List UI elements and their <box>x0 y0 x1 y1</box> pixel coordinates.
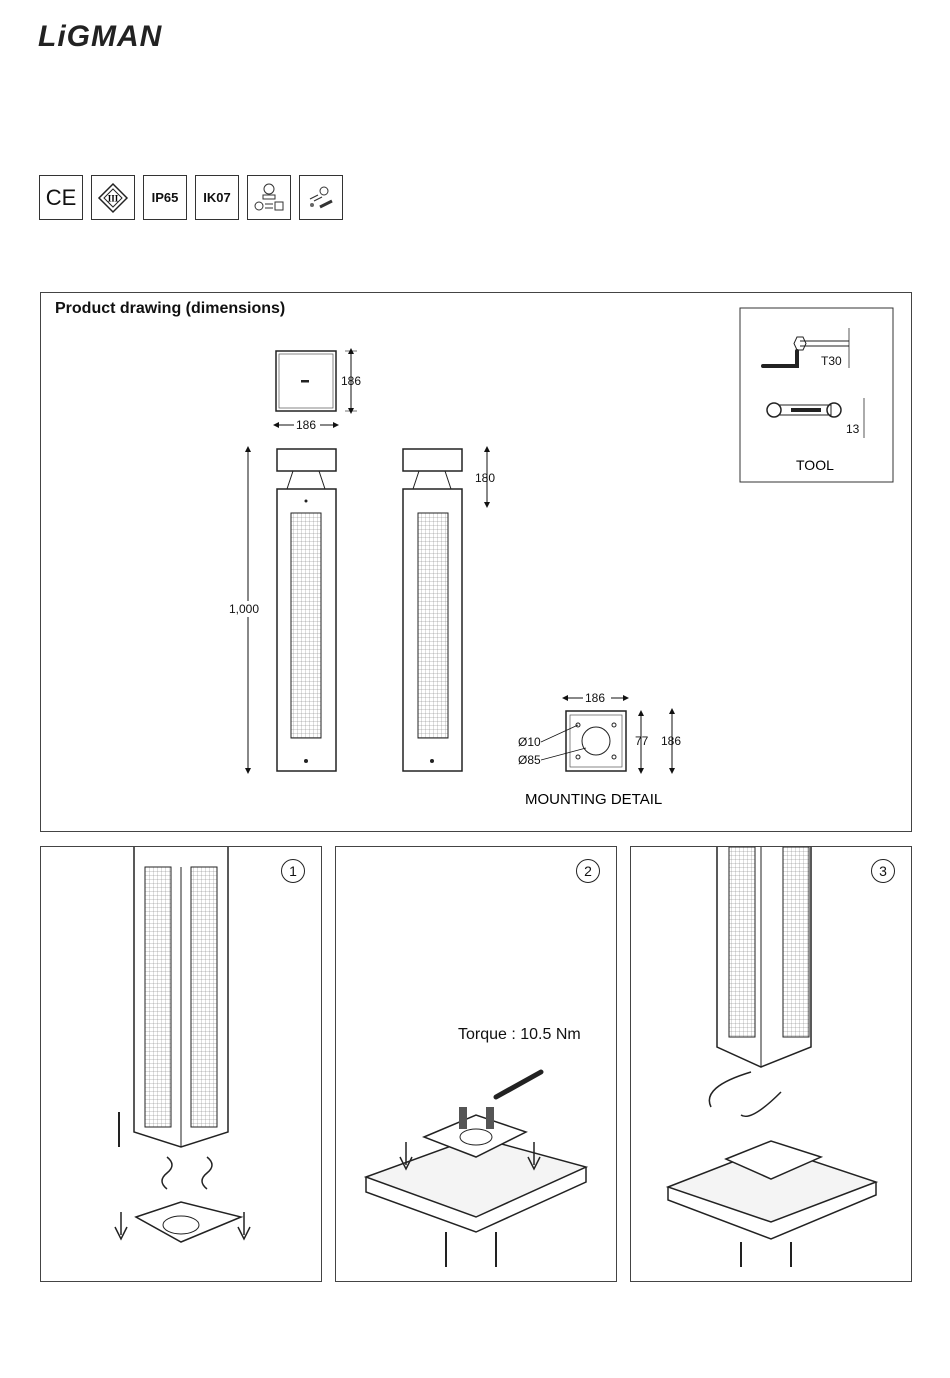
step-1-illustration <box>41 847 321 1281</box>
dim-hole: Ø10 <box>518 735 541 749</box>
step-1-panel: 1 <box>40 846 322 1282</box>
dim-mount-depth: 186 <box>661 734 681 748</box>
product-drawing-panel: Product drawing (dimensions) 186 186 <box>40 292 912 832</box>
tool-wrench: 13 <box>846 422 860 436</box>
dimension-drawing: 186 186 1,000 180 <box>41 293 911 831</box>
class-iii-icon: III <box>96 181 130 215</box>
ik07-badge: IK07 <box>195 175 239 220</box>
brand-logo: LiGMAN <box>38 20 162 54</box>
tool-box: T30 13 TOOL <box>740 308 893 482</box>
dim-top-depth: 186 <box>341 374 361 388</box>
tool-label: TOOL <box>796 457 834 473</box>
svg-text:III: III <box>108 193 119 203</box>
replaceable-driver-icon <box>247 175 291 220</box>
dim-center: Ø85 <box>518 753 541 767</box>
step-2-illustration <box>336 847 616 1281</box>
step-3-illustration <box>631 847 911 1281</box>
top-view: 186 186 <box>276 351 361 432</box>
dim-top-width: 186 <box>296 418 316 432</box>
class-iii-badge: III <box>91 175 135 220</box>
dim-head-height: 180 <box>475 471 495 485</box>
ip65-badge: IP65 <box>143 175 187 220</box>
dim-height: 1,000 <box>229 602 259 616</box>
mounting-detail: 186 Ø10 Ø85 77 186 MOUNTING DETAIL <box>518 691 681 808</box>
dim-mount-width: 186 <box>585 691 605 705</box>
mounting-label: MOUNTING DETAIL <box>525 791 662 808</box>
tool-key: T30 <box>821 354 842 368</box>
side-view: 180 <box>403 449 495 771</box>
replaceable-light-source-icon <box>299 175 343 220</box>
step-3-panel: 3 <box>630 846 912 1282</box>
ce-mark-badge: CE <box>39 175 83 220</box>
step-2-panel: 2 Torque : 10.5 Nm <box>335 846 617 1282</box>
front-view: 1,000 <box>227 449 336 771</box>
dim-mount-inner: 77 <box>635 734 649 748</box>
